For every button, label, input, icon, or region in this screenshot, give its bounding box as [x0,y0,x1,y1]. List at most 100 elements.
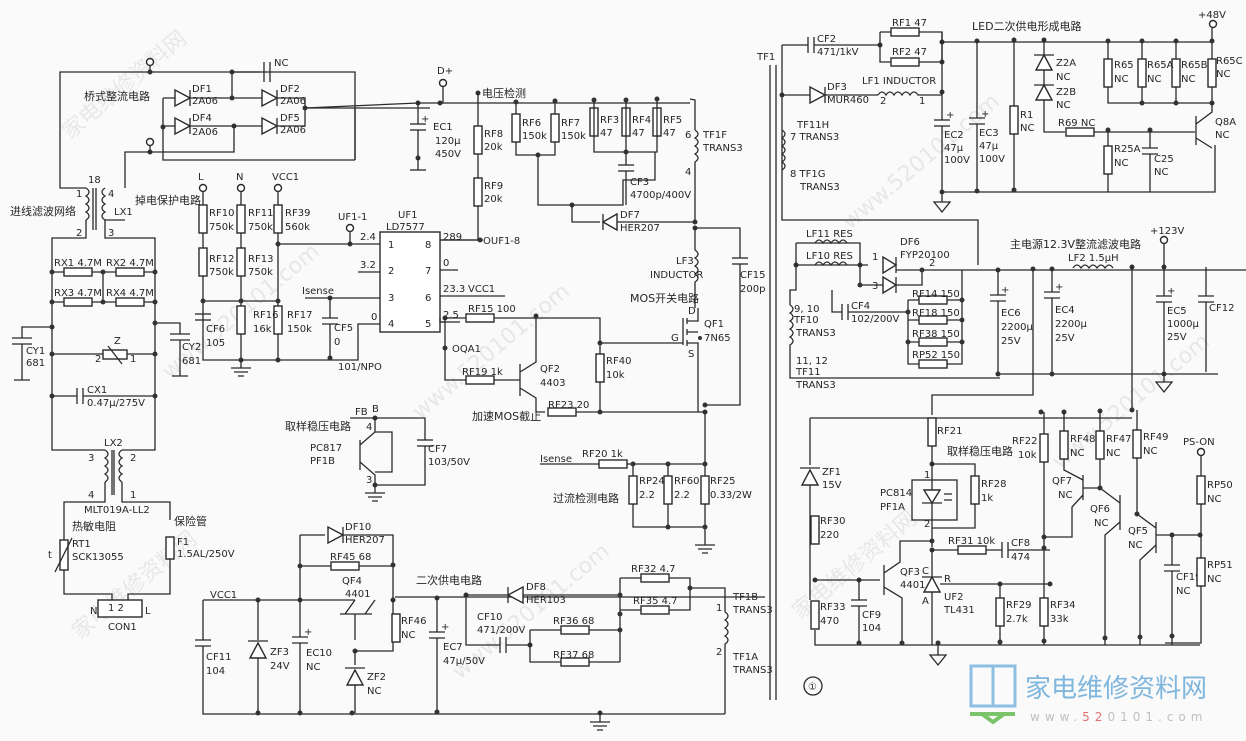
uf2-c: C [922,566,929,577]
watermark-text: 家电维修资料网 [58,26,192,144]
tf1f-type: TRANS3 [702,143,743,154]
cf4-value: 102/200V [851,314,900,325]
input-filter-label: 进线滤波网络 [10,204,76,218]
rf47-label: RF47 [1106,434,1131,445]
ec5-plus: + [1167,286,1175,297]
rf20-label: RF20 1k [582,449,623,460]
bridge-label: 桥式整流电路 [84,89,150,103]
tf1a-type: TRANS3 [732,665,773,676]
r65c-value: NC [1216,69,1230,80]
tf11-type: TRANS3 [795,380,836,391]
rf13-label: RF13 [248,254,273,265]
cy1-value: 681 [26,358,45,369]
net-uf1-1: UF1-1 [338,212,367,223]
tf11-pins: 11, 12 [796,356,828,367]
ec7-label: EC7 [443,642,463,653]
rf40-value: 10k [606,370,625,381]
df8-value: HER103 [526,595,566,606]
cf8-label: CF8 [1011,538,1030,549]
uf1-pin3: 3 [388,293,394,304]
logo-url: www.520101.com [1030,710,1207,724]
pf1b-pin3: 3 [366,475,372,486]
rf21-label: RF21 [937,426,962,437]
df3-label: DF3 [827,82,847,93]
zf1-value: 15V [822,480,842,491]
lx1-pin2: 2 [76,228,82,239]
rf36-label: RF36 68 [553,616,594,627]
df7-label: DF7 [620,210,640,221]
ec1-cap: 120μ [435,136,461,147]
qf1-label: QF1 [704,319,724,330]
ec1-plus: + [421,114,429,125]
df5-value: 2A06 [280,125,306,136]
rf45-label: RF45 68 [330,552,371,563]
rf49-value: NC [1143,446,1157,457]
df7-value: HER207 [620,223,660,234]
qf1-s: S [688,349,694,360]
df10-value: HER207 [345,535,385,546]
ec1-bulk-cap: + EC1 120μ 450V D+ [304,66,690,171]
net-L: L [198,172,204,183]
speed-mos-label: 加速MOS截止 [472,409,541,423]
ec4-cap: 2200μ [1055,319,1087,330]
cf6-value: 105 [206,338,225,349]
tf1f-label: TF1F [702,130,727,141]
lx2-pin4: 4 [88,490,94,501]
tf11h-pin7: 7 TRANS3 [790,132,839,143]
rf8-label: RF8 [484,129,503,140]
rf15-label: RF15 100 [468,304,516,315]
cf15-value: 200p [740,284,765,295]
voltage-detect-label: 电压检测 [482,86,526,100]
z-pin2: 2 [95,354,101,365]
rf6-label: RF6 [522,118,541,129]
rt1-t: t [48,550,52,561]
rf1-label: RF1 47 [892,18,927,29]
r65c-label: R65C [1216,56,1243,67]
pf1b-label: PF1B [310,456,335,467]
uf1-v8: 289 [443,232,462,243]
rf14-label: RF14 150 [912,289,960,300]
rp24-label: RP24 [639,476,665,487]
tf11h-label: TF11H [796,120,829,131]
tf10-type: TRANS3 [795,328,836,339]
snubber-and-detect: 电压检测 RF8 20k RF9 20k OUF1-8 RF6 150k RF7… [439,86,765,554]
con1-label: CON1 [108,622,137,633]
rf33-value: 470 [820,616,839,627]
rf5-value: 47 [663,128,676,139]
uf1-v1: 2.4 [360,232,376,243]
rx2-label: RX2 4.7M [106,258,154,269]
net-fb: FB [355,407,368,418]
cf9-label: CF9 [862,610,881,621]
df2-value: 2A06 [280,96,306,107]
net-qa1: OQA1 [452,344,481,355]
vcc1-supply: VCC1 CF11 104 ZF3 24V + EC10 NC DF10 HER… [195,522,773,731]
ec4-label: EC4 [1055,305,1075,316]
r65-label: R65 [1114,60,1134,71]
tf1b-type: TRANS3 [732,605,773,616]
rf7-label: RF7 [561,118,580,129]
rx1-label: RX1 4.7M [54,258,102,269]
z2b-value: NC [1056,100,1070,111]
rf12-value: 750k [209,267,234,278]
df5-label: DF5 [280,113,300,124]
rf19-label: RF19 1k [462,367,503,378]
df4-label: DF4 [192,113,212,124]
cf2-label: CF2 [817,34,836,45]
zf2-label: ZF2 [367,672,386,683]
cf10-value: 471/200V [477,625,526,636]
cf7-value: 103/50V [428,457,470,468]
r65a-label: R65A [1147,60,1174,71]
uf1-pin2: 2 [388,266,394,277]
rf35-label: RF35 4.7 [633,596,678,607]
net-uf1-8: OUF1-8 [483,236,520,247]
rf28-value: 1k [981,493,993,504]
cy2-value: 681 [182,356,201,367]
df6-pin3: 3 [872,281,878,292]
rf46-label: RF46 [401,616,426,627]
rf8-value: 20k [484,142,503,153]
qf1-d: D [688,306,696,317]
overcurrent-label: 过流检测电路 [553,491,619,505]
ec1-voltage: 450V [435,149,461,160]
led-secondary: CF2 471/1kV DF3 MUR460 LF1 INDUCTOR 2 1 … [779,10,1243,265]
ec2-plus: + [946,110,954,121]
